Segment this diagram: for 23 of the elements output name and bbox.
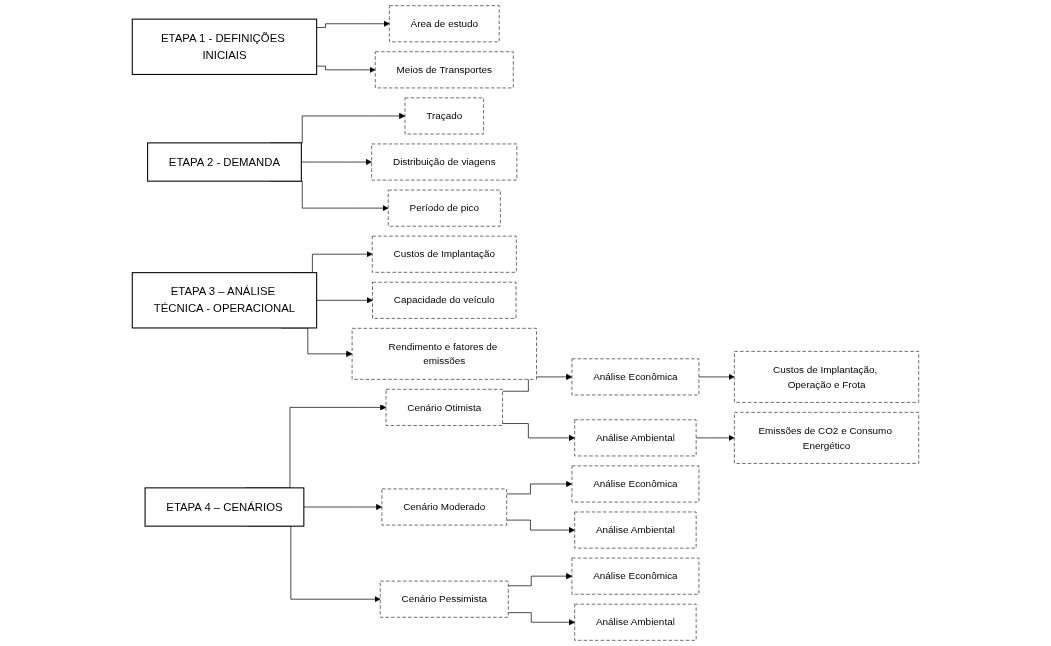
node-box: Custos de Implantação, Operação e Frota	[734, 351, 920, 403]
node-box: Distribuição de viagens	[371, 143, 518, 181]
node-box: Análise Econômica	[571, 557, 700, 595]
node-box: Traçado	[404, 97, 484, 135]
node-box: ETAPA 3 – ANÁLISE TÉCNICA - OPERACIONAL	[131, 272, 318, 329]
node-box: Custos de Implantação	[371, 235, 517, 273]
node-box: Emissões de CO2 e Consumo Energético	[734, 412, 920, 464]
node-box: ETAPA 2 - DEMANDA	[147, 142, 302, 182]
node-box: Análise Ambiental	[574, 603, 697, 641]
node-box: Cenário Otimista	[385, 388, 503, 426]
node-box: Capacidade do veículo	[372, 281, 517, 319]
node-box: Meios de Transportes	[374, 51, 514, 89]
node-box: Análise Econômica	[571, 358, 700, 396]
node-box: Cenário Moderado	[381, 488, 508, 526]
node-box: Análise Ambiental	[574, 419, 697, 457]
node-box: Período de pico	[387, 189, 501, 227]
node-box: Cenário Pessimista	[379, 580, 509, 618]
node-box: ETAPA 4 – CENÁRIOS	[144, 487, 305, 527]
node-box: Análise Econômica	[571, 465, 700, 503]
node-box: Rendimento e fatores de emissões	[351, 327, 537, 380]
node-box: ETAPA 1 - DEFINIÇÕES INICIAIS	[131, 18, 318, 75]
node-box: Área de estudo	[389, 5, 500, 43]
node-box: Análise Ambiental	[574, 511, 697, 549]
